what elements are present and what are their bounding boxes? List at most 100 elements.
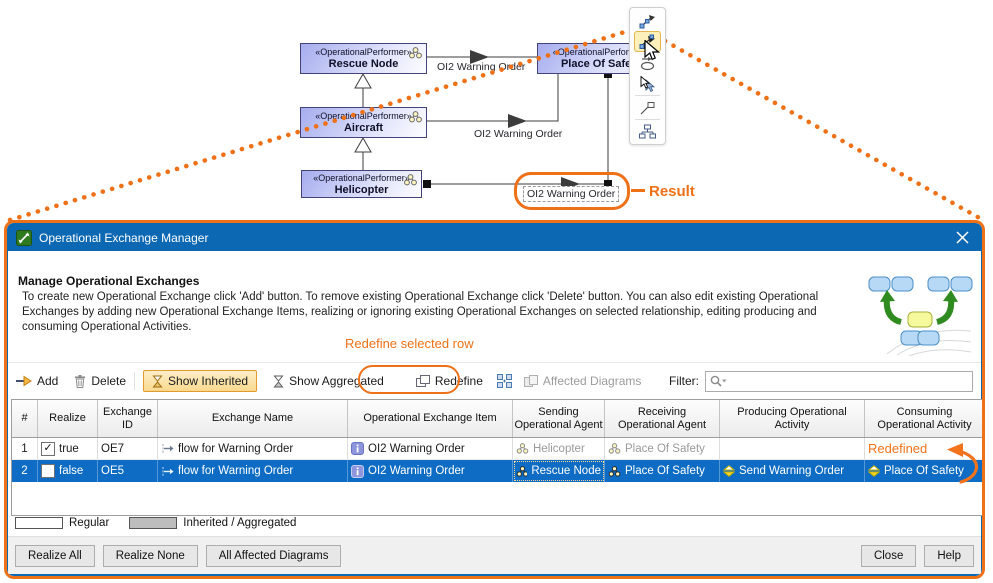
dialog-footer: Realize All Realize None All Affected Di… [8, 536, 981, 574]
affected-diagrams-button[interactable]: Affected Diagrams [523, 374, 642, 388]
all-affected-diagrams-button[interactable]: All Affected Diagrams [205, 544, 342, 567]
show-inherited-toggle[interactable]: Show Inherited [143, 370, 258, 392]
edge-label-warning-order-2: OI2 Warning Order [474, 128, 563, 140]
show-inherited-icon [152, 375, 163, 387]
activity-icon [723, 465, 735, 477]
affected-diagrams-label: Affected Diagrams [542, 374, 642, 388]
stereotype-label: «OperationalPerformer» [315, 47, 412, 57]
note-link-icon[interactable] [634, 97, 661, 118]
filter-label: Filter: [669, 374, 699, 388]
col-header-realize[interactable]: Realize [38, 400, 98, 437]
node-rescue-node[interactable]: «OperationalPerformer» Rescue Node [300, 43, 427, 74]
dialog-window: Operational Exchange Manager Manage Oper… [7, 223, 982, 576]
checkbox-checked-icon[interactable]: ✓ [41, 441, 55, 456]
performer-icon [409, 111, 422, 123]
table-row-oe7[interactable]: 1 ✓ true OE7 flow for Warning Order [12, 438, 982, 460]
exchanges-table: # Realize Exchange ID Exchange Name Oper… [11, 399, 982, 516]
result-highlight-ring [514, 172, 630, 210]
producing-activity-cell[interactable] [720, 438, 865, 460]
redefine-row-annotation: Redefine selected row [345, 336, 474, 351]
operational-exchange-manager-dialog: Operational Exchange Manager Manage Oper… [4, 220, 985, 579]
structure-icon[interactable] [634, 121, 661, 142]
redefine-icon [415, 375, 430, 387]
show-aggregated-label: Show Aggregated [289, 374, 384, 388]
mouse-cursor-icon [644, 40, 661, 61]
realize-cell[interactable]: false [38, 460, 98, 482]
table-header-row: # Realize Exchange ID Exchange Name Oper… [12, 400, 982, 438]
redefine-button[interactable]: Redefine [415, 374, 483, 388]
exchange-id-cell[interactable]: OE7 [98, 438, 158, 460]
sending-agent: Helicopter [533, 442, 585, 455]
node-aircraft[interactable]: «OperationalPerformer» Aircraft [300, 107, 427, 138]
legend-regular-label: Regular [69, 517, 110, 529]
select-in-structure-button[interactable] [496, 374, 512, 388]
select-related-icon[interactable] [634, 73, 661, 94]
draw-exchange-icon[interactable] [634, 10, 661, 31]
col-header-exchange-id[interactable]: Exchange ID [98, 400, 158, 437]
col-header-sending-agent[interactable]: Sending Operational Agent [513, 400, 605, 437]
col-header-num[interactable]: # [12, 400, 38, 437]
close-icon[interactable] [951, 228, 973, 248]
realize-none-button[interactable]: Realize None [102, 544, 198, 567]
table-row-oe5-selected[interactable]: 2 false OE5 flow for Warning Order [12, 460, 982, 482]
checkbox-unchecked-icon[interactable] [41, 464, 55, 478]
delete-button[interactable]: Delete [74, 374, 126, 388]
row-number: 1 [12, 438, 38, 460]
flow-icon [162, 444, 174, 453]
receiving-agent: Place Of Safety [625, 465, 705, 477]
exchange-name: flow for Warning Order [178, 442, 294, 455]
exchange-name-cell[interactable]: flow for Warning Order [158, 460, 348, 482]
filter-input[interactable] [705, 370, 973, 392]
exchange-item-cell[interactable]: OI2 Warning Order [348, 438, 513, 460]
sending-agent-cell[interactable]: Rescue Node [513, 460, 605, 482]
realize-all-button[interactable]: Realize All [15, 544, 95, 567]
exchange-item: OI2 Warning Order [368, 442, 465, 455]
col-header-exchange-name[interactable]: Exchange Name [158, 400, 348, 437]
diagram-edges [354, 50, 612, 191]
dialog-titlebar[interactable]: Operational Exchange Manager [8, 224, 981, 251]
show-aggregated-toggle[interactable]: Show Aggregated [273, 374, 384, 388]
sending-agent-cell[interactable]: Helicopter [513, 438, 605, 460]
panel-separator [8, 362, 981, 363]
table-empty-area[interactable] [12, 482, 982, 515]
realize-cell[interactable]: ✓ true [38, 438, 98, 460]
performer-icon [608, 465, 621, 477]
flow-icon [162, 466, 174, 476]
toolbar-separator [635, 119, 660, 120]
col-header-producing-activity[interactable]: Producing Operational Activity [720, 400, 865, 437]
legend-inherited-label: Inherited / Aggregated [183, 517, 297, 529]
performer-icon [608, 443, 621, 454]
producing-activity-cell[interactable]: Send Warning Order [720, 460, 865, 482]
exchange-id-cell[interactable]: OE5 [98, 460, 158, 482]
consuming-activity: Place Of Safety [884, 465, 964, 477]
col-header-exchange-item[interactable]: Operational Exchange Item [348, 400, 513, 437]
dialog-title: Operational Exchange Manager [39, 230, 209, 245]
exchange-item-cell[interactable]: OI2 Warning Order [348, 460, 513, 482]
consuming-activity-cell[interactable]: Redefined [865, 438, 982, 460]
legend-inherited-swatch [129, 517, 178, 529]
receiving-agent-cell[interactable]: Place Of Safety [605, 438, 720, 460]
realize-value: true [59, 442, 79, 455]
col-header-receiving-agent[interactable]: Receiving Operational Agent [605, 400, 720, 437]
consuming-activity-cell[interactable]: Place Of Safety [865, 460, 982, 482]
add-icon [16, 375, 32, 387]
result-annotation: Result [649, 183, 695, 200]
receiving-agent-cell[interactable]: Place Of Safety [605, 460, 720, 482]
add-button[interactable]: Add [16, 374, 58, 388]
dialog-heading: Manage Operational Exchanges [18, 274, 200, 288]
node-name: Helicopter [334, 183, 389, 196]
col-header-consuming-activity[interactable]: Consuming Operational Activity [877, 406, 972, 431]
help-button[interactable]: Help [924, 544, 974, 567]
exchange-item: OI2 Warning Order [368, 465, 465, 477]
receiving-agent: Place Of Safety [625, 442, 705, 455]
edge-label-warning-order-1: OI2 Warning Order [437, 61, 526, 73]
delete-icon [75, 374, 86, 388]
node-helicopter[interactable]: «OperationalPerformer» Helicopter [301, 170, 422, 198]
stereotype-label: «OperationalPerformer» [315, 111, 412, 121]
info-item-icon [351, 464, 364, 478]
activity-icon [868, 465, 880, 477]
dialog-toolbar: Add Delete Show Inherited [8, 366, 981, 396]
close-button[interactable]: Close [860, 544, 917, 567]
toolbar-separator [635, 95, 660, 96]
exchange-name-cell[interactable]: flow for Warning Order [158, 438, 348, 460]
